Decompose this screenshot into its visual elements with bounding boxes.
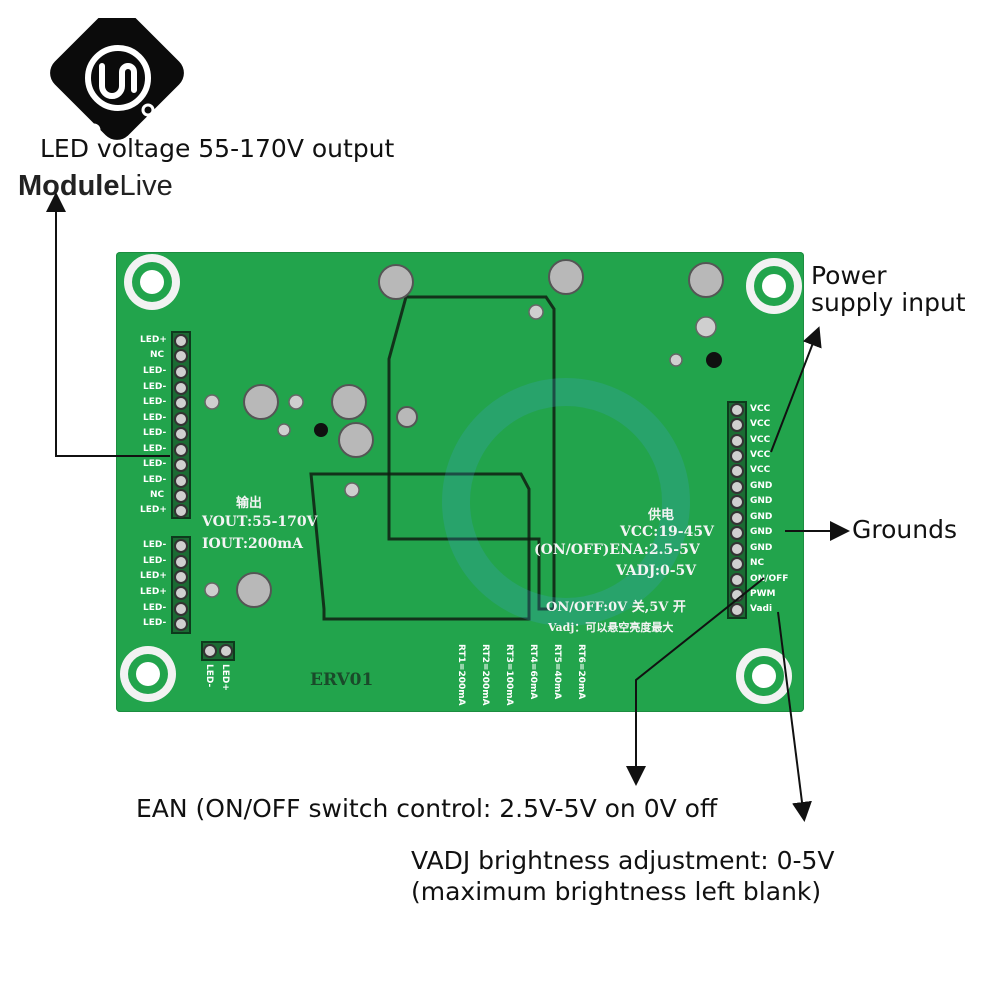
pin-label: NC xyxy=(150,490,165,500)
pin-label: LED- xyxy=(143,459,167,469)
rt-label: RT5=40mA xyxy=(552,644,562,700)
pin-label: LED- xyxy=(204,664,214,688)
rt-label: RT6=20mA xyxy=(576,644,586,700)
iout-label: IOUT:200mA xyxy=(202,536,303,552)
pin-label: NC xyxy=(150,350,165,360)
mounting-hole-bl xyxy=(120,646,176,702)
pin-label: NC xyxy=(750,558,765,568)
callout-grounds: Grounds xyxy=(852,515,957,544)
board-artwork xyxy=(120,254,802,704)
pin-label: PWM xyxy=(750,589,776,599)
rt-label: RT4=60mA xyxy=(528,644,538,700)
brand-light: Live xyxy=(119,170,173,202)
pin-label: VCC xyxy=(750,465,771,475)
brand-wordmark: ModuleLive xyxy=(18,170,173,203)
pin-label: LED+ xyxy=(220,664,230,691)
output-title: 输出 xyxy=(236,496,263,511)
pin-label: LED+ xyxy=(140,505,167,515)
rt-label: RT2=200mA xyxy=(480,644,490,706)
pin-label: LED- xyxy=(143,444,167,454)
pin-label: Vadi xyxy=(750,604,773,614)
rt-label: RT3=100mA xyxy=(504,644,514,706)
pin-label: ON/OFF xyxy=(750,574,789,584)
vcc-label: VCC:19-45V xyxy=(620,524,714,540)
model-label: ERV01 xyxy=(310,670,374,690)
callout-ean: EAN (ON/OFF switch control: 2.5V-5V on 0… xyxy=(136,794,718,823)
mounting-hole-br xyxy=(736,648,792,704)
callout-power-input-1: Power xyxy=(811,261,887,290)
pin-label: LED- xyxy=(143,475,167,485)
pin-label: VCC xyxy=(750,435,771,445)
pin-label: LED- xyxy=(143,540,167,550)
pin-label: LED+ xyxy=(140,571,167,581)
vadj-note: Vadj：可以悬空亮度最大 xyxy=(548,621,674,634)
pin-label: VCC xyxy=(750,404,771,414)
pin-label: LED- xyxy=(143,556,167,566)
callout-vadj-2: (maximum brightness left blank) xyxy=(411,877,822,906)
pin-label: GND xyxy=(750,527,773,537)
supply-title: 供电 xyxy=(648,508,675,523)
callout-vadj-1: VADJ brightness adjustment: 0-5V xyxy=(411,846,835,875)
pin-label: LED- xyxy=(143,413,167,423)
pin-label: GND xyxy=(750,512,773,522)
rt-label: RT1=200mA xyxy=(456,644,466,706)
pin-label: GND xyxy=(750,496,773,506)
pin-label: VCC xyxy=(750,419,771,429)
mounting-hole-tl xyxy=(124,254,180,310)
pin-label: LED- xyxy=(143,603,167,613)
vout-label: VOUT:55-170V xyxy=(202,514,318,530)
pin-label: GND xyxy=(750,481,773,491)
vadj-label: VADJ:0-5V xyxy=(616,563,697,579)
callout-power-input-2: supply input xyxy=(811,288,966,317)
led-driver-board: LED+ NC LED- LED- LED- LED- LED- LED- LE… xyxy=(116,252,804,712)
pin-label: LED- xyxy=(143,366,167,376)
callout-led-output: LED voltage 55-170V output xyxy=(40,134,395,163)
pin-label: LED- xyxy=(143,618,167,628)
pin-label: GND xyxy=(750,543,773,553)
pin-label: LED- xyxy=(143,397,167,407)
pin-label: LED+ xyxy=(140,587,167,597)
pin-label: LED+ xyxy=(140,335,167,345)
logo-badge-icon xyxy=(50,18,184,140)
mounting-hole-tr xyxy=(746,258,802,314)
pin-label: VCC xyxy=(750,450,771,460)
module-live-logo: ModuleLive xyxy=(18,18,190,202)
ena-label: (ON/OFF)ENA:2.5-5V xyxy=(534,542,700,558)
pin-label: LED- xyxy=(143,428,167,438)
pin-label: LED- xyxy=(143,382,167,392)
brand-bold: Module xyxy=(18,170,120,202)
onoff-note: ON/OFF:0V 关,5V 开 xyxy=(546,600,686,615)
